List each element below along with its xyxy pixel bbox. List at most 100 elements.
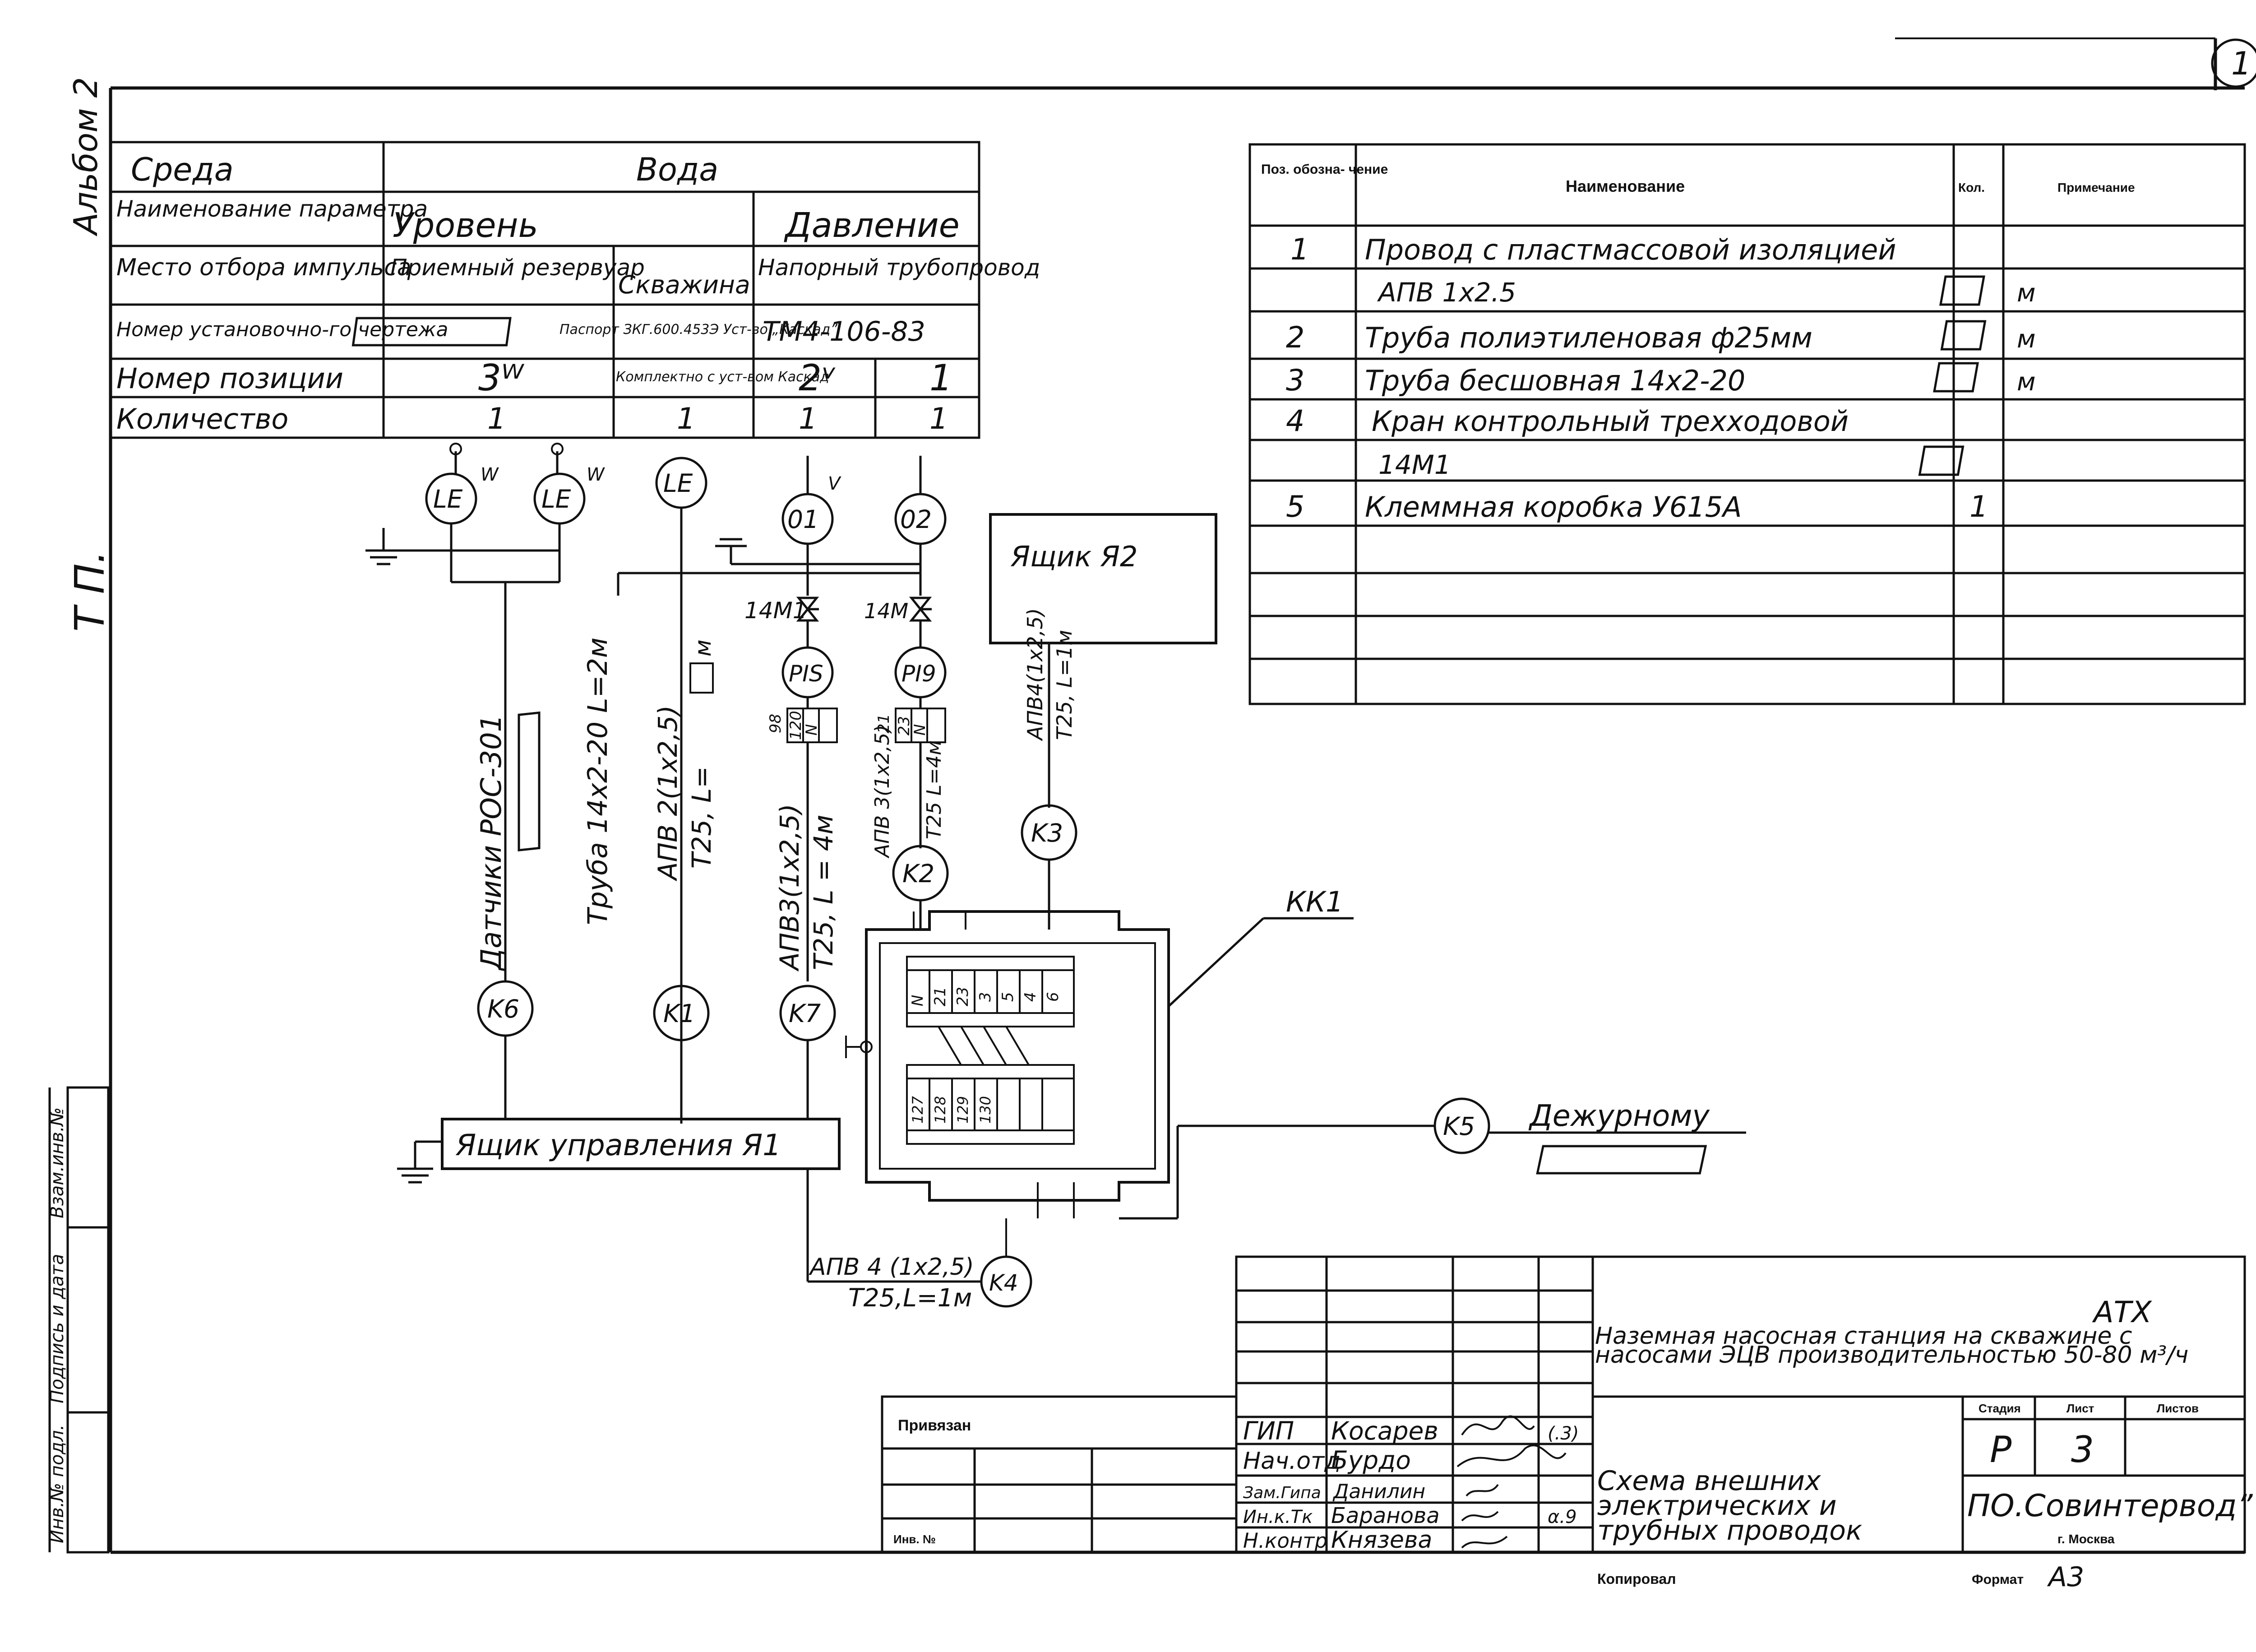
- duty-blank: [1536, 1145, 1707, 1175]
- spec-header-qty: Кол.: [1958, 180, 1985, 194]
- pressure-sensor-01-mark: V: [828, 473, 841, 494]
- sheet-number-badge: 1: [2211, 38, 2256, 88]
- level-sensor-2-tag: LE: [541, 485, 571, 514]
- junction-k6: K6: [477, 980, 534, 1119]
- param-label-name: Наименование параметра: [116, 196, 428, 222]
- sheet-header: Лист: [2066, 1402, 2094, 1415]
- kk-terminal-23: 23: [954, 987, 972, 1006]
- param-place-pipeline: Напорный трубопровод: [758, 255, 1040, 281]
- param-position-1: 1: [929, 357, 952, 399]
- cable-label-apv3-t: Т25, L = 4м: [808, 814, 839, 970]
- kk-terminal-n: N: [909, 995, 927, 1006]
- spec-pos-5: 5: [1286, 490, 1304, 524]
- spec-name-4b: 14М1: [1378, 449, 1451, 480]
- param-qty-2: 1: [677, 402, 695, 436]
- spec-name-2: Труба полиэтиленовая ф25мм: [1365, 321, 1812, 354]
- junction-k2-label: K2: [902, 859, 934, 888]
- box-ya1-label: Ящик управления Я1: [455, 1129, 781, 1162]
- param-label-name-text: Наименование параметра: [116, 196, 428, 222]
- spec-name-3: Труба бесшовная 14х2-20: [1365, 364, 1745, 397]
- param-position-kit: Комплектно с уст-вом Каскад: [616, 369, 829, 385]
- drawing-title: Схема внешних электрических и трубных пр…: [1597, 1469, 1863, 1546]
- spec-qty-5: 1: [1969, 490, 1988, 524]
- drawing-title-box: Схема внешних электрических и трубных пр…: [1597, 1469, 1863, 1546]
- param-label-medium: Среда: [131, 151, 234, 188]
- level-sensor-1: LE W: [425, 443, 499, 551]
- junction-k7: K7: [779, 985, 836, 1119]
- spec-name-1: Провод с пластмассовой изоляцией: [1365, 233, 1896, 266]
- cable-label-apv4b: АПВ 4 (1х2,5): [809, 1254, 974, 1281]
- param-drawing-passport: Паспорт ЗКГ.600.453Э Уст-во „Каскад”: [559, 322, 837, 338]
- gauge-pi9-label: PI9: [901, 661, 936, 687]
- terminal-a-n: N: [803, 724, 821, 736]
- sheet-number: 1: [2231, 45, 2251, 82]
- schematic: LE W LE W LE 01 V: [365, 443, 1746, 1312]
- spec-pos-1: 1: [1290, 233, 1309, 267]
- stage-value: Р: [1990, 1429, 2012, 1471]
- level-sensor-3: LE: [655, 457, 707, 1124]
- param-label-qty: Количество: [116, 403, 288, 435]
- ground-symbol: [365, 528, 559, 565]
- ground-symbol-3: [397, 1140, 442, 1184]
- cable-label-apv4: АПВ4(1х2,5): [1023, 608, 1047, 741]
- gauge-pis-label: PIS: [789, 661, 823, 687]
- param-position-3w: 3ᵂ: [478, 357, 525, 399]
- duty-label: Дежурному: [1528, 1099, 1710, 1133]
- project-title-box: Наземная насосная станция на скважине с …: [1595, 1327, 2188, 1367]
- param-qty-3: 1: [799, 402, 817, 436]
- kk-terminal-21: 21: [931, 987, 949, 1006]
- pressure-sensor-02-tag: 02: [900, 505, 932, 534]
- cable-label-apv2-t: Т25, L=: [686, 766, 717, 869]
- pressure-sensor-02: 02: [894, 456, 947, 596]
- privyazan-label: Привязан: [898, 1417, 971, 1434]
- terminal-b-n: N: [911, 724, 929, 736]
- spec-name-5: Клеммная коробка У615А: [1365, 491, 1742, 523]
- kopiroval-label: Копировал: [1597, 1571, 1676, 1587]
- param-pressure: Давление: [784, 205, 960, 245]
- terminal-strip-b: 21 23 N: [875, 708, 946, 743]
- cable-label-apv3b-t: Т25 L=4м: [923, 740, 946, 839]
- atx-code: АТХ: [2092, 1296, 2152, 1329]
- spec-qty-blank-3: [1933, 362, 1979, 393]
- stamp-cell-inv: Инв.№ подл.: [47, 1425, 68, 1543]
- spec-note-1: м: [2017, 278, 2036, 307]
- level-sensor-3-tag: LE: [663, 469, 693, 498]
- signer-role-5: Н.контр: [1243, 1529, 1327, 1553]
- spec-name-1b: АПВ 1х2.5: [1377, 277, 1516, 308]
- spec-note-2: м: [2017, 324, 2036, 353]
- param-label-drawing: Номер установочно-го чертежа: [116, 318, 448, 341]
- signer-name-5: Князева: [1331, 1527, 1432, 1554]
- kk-terminal-6: 6: [1044, 992, 1062, 1002]
- signer-role-3: Зам.Гипа: [1243, 1484, 1321, 1502]
- kk-terminal-130: 130: [977, 1096, 994, 1124]
- spec-header-pos-text: Поз. обозна- чение: [1261, 162, 1388, 177]
- spec-header-name: Наименование: [1566, 177, 1685, 195]
- param-table: Среда Вода Наименование параметра Уровен…: [109, 141, 1040, 439]
- param-qty-4: 1: [929, 402, 948, 436]
- junction-k3-label: K3: [1031, 819, 1063, 847]
- album-label: Альбом 2: [67, 77, 105, 236]
- kk-terminal-4: 4: [1022, 992, 1040, 1002]
- org-name: ПО.Совинтервод”: [1967, 1488, 2253, 1524]
- param-medium-value: Вода: [636, 151, 718, 188]
- pressure-sensor-01-tag: 01: [787, 505, 819, 534]
- junction-k4: K4: [980, 1255, 1032, 1308]
- kk-terminal-5: 5: [999, 992, 1017, 1002]
- inv-label: Инв. №: [893, 1532, 936, 1546]
- signer-role-1: ГИП: [1243, 1416, 1294, 1445]
- spec-qty-blank-2: [1940, 320, 1987, 351]
- param-position-2v: 2ᵛ: [799, 357, 837, 399]
- cable-label-apv2: АПВ 2(1х2,5): [652, 705, 683, 882]
- spec-header-pos: Поз. обозна- чение: [1261, 162, 1388, 177]
- kk-terminal-129: 129: [954, 1096, 971, 1124]
- junction-k3: K3: [1021, 804, 1077, 930]
- spec-pos-2: 2: [1286, 321, 1304, 355]
- spec-note-3: м: [2017, 367, 2036, 396]
- spec-qty-blank-4: [1918, 445, 1965, 476]
- param-place-well: Скважина: [618, 270, 750, 299]
- junction-k1-label: K1: [663, 999, 695, 1028]
- gauge-pi9: PI9: [894, 646, 947, 708]
- kk-terminal-128: 128: [932, 1096, 949, 1124]
- param-drawing-tm: ТМ4-106-83: [763, 316, 925, 347]
